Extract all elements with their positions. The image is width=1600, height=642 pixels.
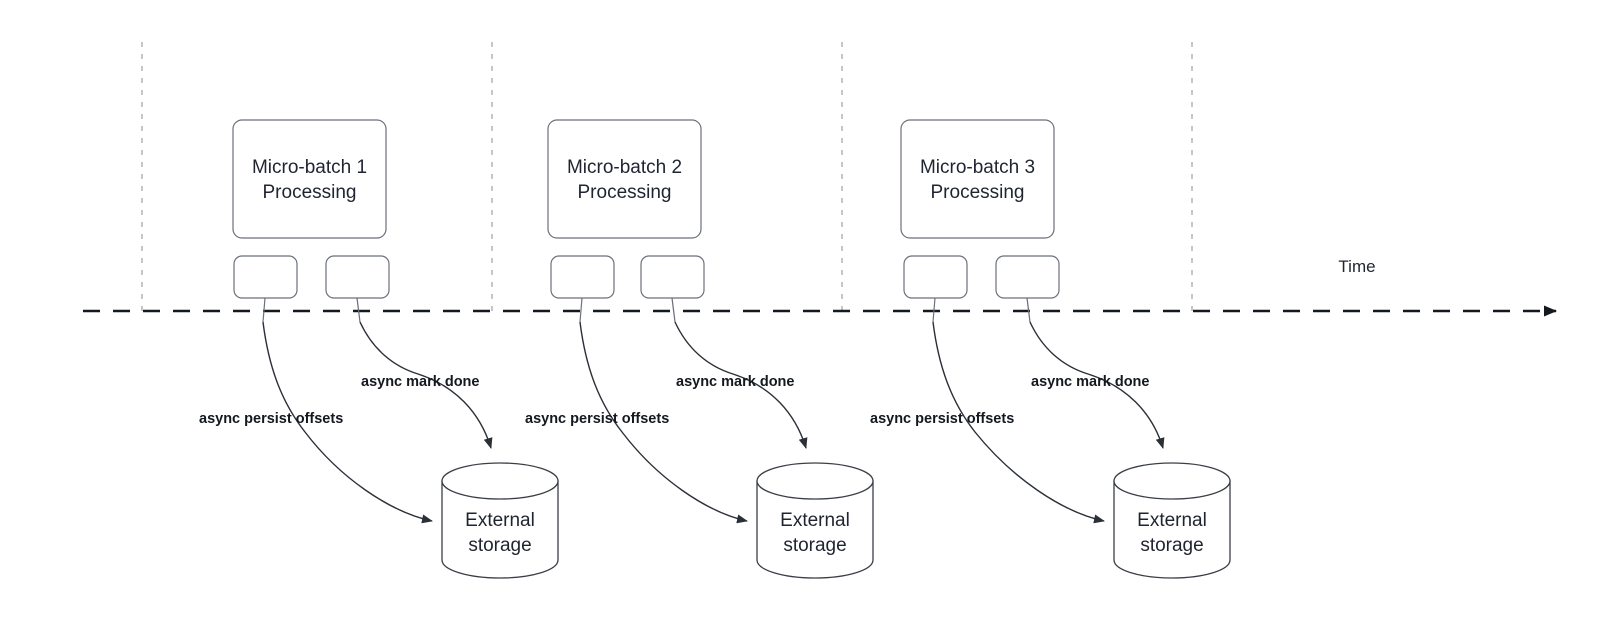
task-box-2a-stub bbox=[579, 297, 583, 323]
micro-batch-box-1[interactable]: Micro-batch 1 Processing bbox=[232, 119, 387, 239]
micro-batch-box-2-line1: Micro-batch 2 bbox=[567, 157, 682, 178]
async-persist-offsets-label-3: async persist offsets bbox=[870, 411, 1014, 427]
external-storage-3-top bbox=[1113, 462, 1231, 500]
micro-batch-box-2-shape[interactable] bbox=[547, 119, 702, 239]
time-axis: Time bbox=[83, 257, 1557, 317]
external-storage-1-top bbox=[441, 462, 559, 500]
async-persist-offsets-arrow-3 bbox=[932, 321, 1105, 524]
external-storage-1-line2: storage bbox=[468, 535, 531, 556]
async-persist-offsets-label-1: async persist offsets bbox=[199, 411, 343, 427]
group-3: Micro-batch 3 Processing External storag… bbox=[870, 119, 1231, 579]
task-box-2a[interactable] bbox=[550, 255, 615, 299]
task-box-1b[interactable] bbox=[325, 255, 390, 299]
external-storage-3-line2: storage bbox=[1140, 535, 1203, 556]
async-mark-done-arrow-3 bbox=[1029, 321, 1165, 449]
micro-batch-box-2-line2: Processing bbox=[578, 182, 672, 203]
external-storage-2-line1: External bbox=[780, 510, 850, 531]
micro-batch-box-3-line1: Micro-batch 3 bbox=[920, 157, 1035, 178]
micro-batch-box-3-shape[interactable] bbox=[900, 119, 1055, 239]
external-storage-1-line1: External bbox=[465, 510, 535, 531]
task-box-1a-stub bbox=[262, 297, 266, 323]
task-box-3a-stub bbox=[932, 297, 936, 323]
time-axis-label: Time bbox=[1338, 257, 1375, 276]
external-storage-2-top bbox=[756, 462, 874, 500]
micro-batch-box-2[interactable]: Micro-batch 2 Processing bbox=[547, 119, 702, 239]
task-box-3a[interactable] bbox=[903, 255, 968, 299]
async-mark-done-arrow-2 bbox=[674, 321, 808, 449]
group-2: Micro-batch 2 Processing External storag… bbox=[525, 119, 874, 579]
micro-batch-box-3-line2: Processing bbox=[931, 182, 1025, 203]
micro-batch-box-1-line2: Processing bbox=[263, 182, 357, 203]
task-box-2b[interactable] bbox=[640, 255, 705, 299]
external-storage-3[interactable]: External storage bbox=[1113, 462, 1231, 579]
async-persist-offsets-arrow-2 bbox=[579, 321, 748, 524]
task-box-1a[interactable] bbox=[233, 255, 298, 299]
async-mark-done-label-1: async mark done bbox=[361, 374, 479, 390]
async-persist-offsets-label-2: async persist offsets bbox=[525, 411, 669, 427]
async-mark-done-label-2: async mark done bbox=[676, 374, 794, 390]
external-storage-2-line2: storage bbox=[783, 535, 846, 556]
timeline-ticks bbox=[141, 42, 1193, 318]
external-storage-2-body[interactable] bbox=[756, 480, 874, 579]
async-mark-done-label-3: async mark done bbox=[1031, 374, 1149, 390]
micro-batch-box-3[interactable]: Micro-batch 3 Processing bbox=[900, 119, 1055, 239]
external-storage-3-line1: External bbox=[1137, 510, 1207, 531]
external-storage-2[interactable]: External storage bbox=[756, 462, 874, 579]
task-box-3b-stub bbox=[1026, 297, 1031, 323]
external-storage-3-body[interactable] bbox=[1113, 480, 1231, 579]
async-persist-offsets-arrow-1 bbox=[262, 321, 433, 524]
async-mark-done-arrow-1 bbox=[359, 321, 493, 449]
task-box-3b[interactable] bbox=[995, 255, 1060, 299]
micro-batch-box-1-shape[interactable] bbox=[232, 119, 387, 239]
external-storage-1[interactable]: External storage bbox=[441, 462, 559, 579]
task-box-2b-stub bbox=[671, 297, 676, 323]
external-storage-1-body[interactable] bbox=[441, 480, 559, 579]
group-1: Micro-batch 1 Processing External storag… bbox=[199, 119, 559, 579]
task-box-1b-stub bbox=[356, 297, 361, 323]
micro-batch-box-1-line1: Micro-batch 1 bbox=[252, 157, 367, 178]
